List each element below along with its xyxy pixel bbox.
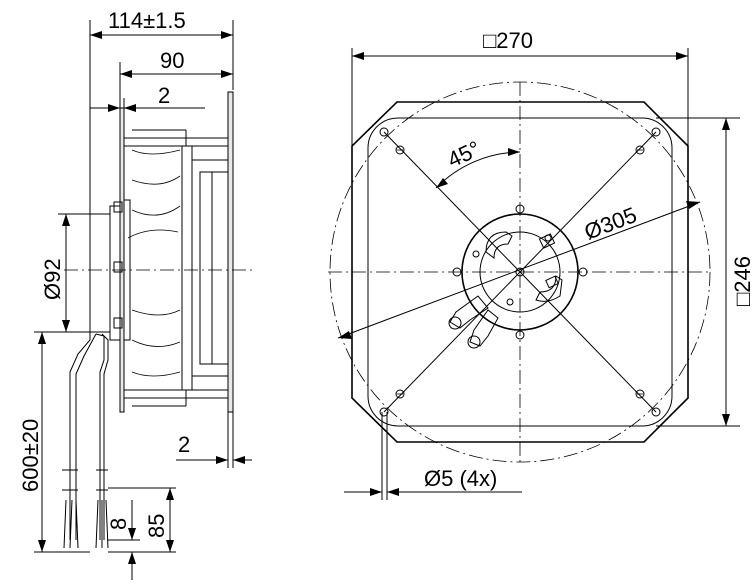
dim-bolt-circle-label: Ø305 [581,202,640,245]
dim-wire-end: 85 [108,487,176,553]
dim-body-length-label: 90 [160,48,184,73]
dim-bolt-circle: Ø305 [337,201,701,339]
dim-overall-length: 114±1.5 [89,8,234,215]
dim-flange-offset-label: 2 [158,83,170,108]
guard-screws [395,145,645,399]
dim-overall-length-label: 114±1.5 [108,8,186,33]
dim-wire-strip-label: 8 [106,518,131,530]
side-view: 114±1.5 90 2 Ø92 [18,8,252,580]
corner-mounting-holes [379,127,661,417]
front-diagonal-2 [383,131,657,413]
dim-flange-thickness-label: 2 [178,432,190,457]
dim-square-size: □270 [351,28,689,146]
dim-cable-length-label: 600±20 [18,419,43,492]
dim-flange-offset: 2 [90,83,205,112]
dim-hole-spacing-label: □246 [730,256,755,306]
side-cables [62,332,109,549]
front-view: □270 □246 Ø305 45° [328,28,755,500]
dim-wire-strip: 8 [106,500,140,580]
dim-holes: Ø5 (4x) [344,412,522,500]
side-housing [124,129,229,407]
side-flange-plate [227,91,234,413]
dim-wire-end-label: 85 [144,514,169,538]
front-flange-outline [351,101,689,443]
side-back-plate [119,107,125,413]
dim-angle: 45° [435,136,521,189]
dim-motor-diameter: Ø92 [40,213,90,333]
front-motor-hub [448,204,588,349]
side-impeller-blades [127,149,181,377]
dim-holes-label: Ø5 (4x) [424,466,497,491]
dim-hole-spacing: □246 [656,117,755,427]
dim-motor-diameter-label: Ø92 [40,258,65,300]
dim-body-length: 90 [119,48,233,108]
dim-square-size-label: □270 [483,28,533,53]
dim-flange-thickness: 2 [176,412,252,468]
dim-cable-length: 600±20 [18,331,90,553]
dim-angle-label: 45° [444,136,485,173]
